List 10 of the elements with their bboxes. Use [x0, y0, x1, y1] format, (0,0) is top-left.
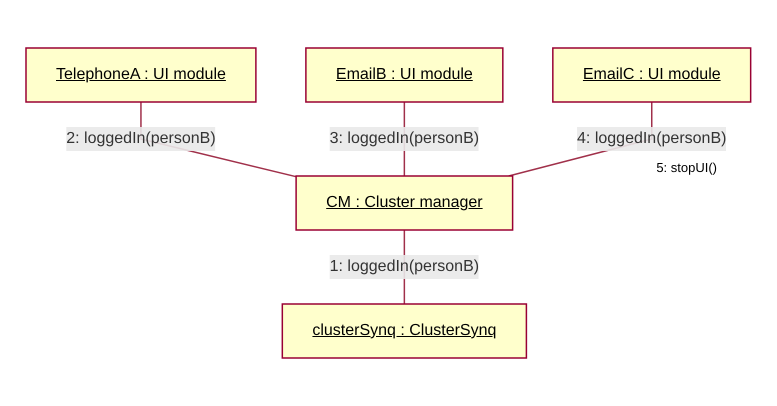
edge-label: 1: loggedIn(personB)	[330, 258, 480, 275]
node-box: EmailB : UI module	[305, 47, 504, 103]
message-label: 5: stopUI()	[656, 160, 717, 175]
node-box: clusterSynq : ClusterSynq	[282, 303, 528, 359]
node-box: EmailC : UI module	[552, 47, 752, 103]
node-box: TelephoneA : UI module	[25, 47, 257, 103]
edge-label: 4: loggedIn(personB)	[577, 130, 727, 147]
edge-label: 2: loggedIn(personB)	[66, 130, 216, 147]
edge-label: 3: loggedIn(personB)	[330, 130, 480, 147]
node-box: CM : Cluster manager	[296, 175, 514, 231]
